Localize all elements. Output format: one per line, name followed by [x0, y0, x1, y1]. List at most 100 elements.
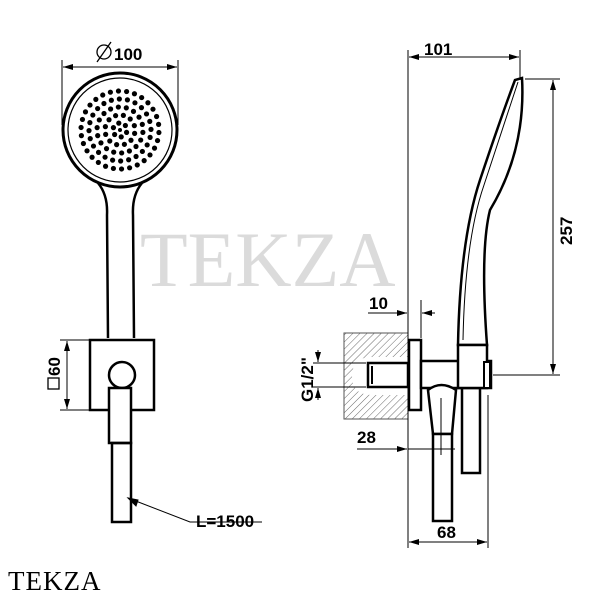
nozzle-dot: [110, 124, 117, 131]
nozzle-dot: [138, 137, 144, 143]
nozzle-dot: [131, 91, 138, 97]
nozzle-dot: [127, 165, 133, 171]
nozzle-dot: [82, 109, 89, 115]
nozzle-dot: [147, 152, 153, 158]
nozzle-dot: [116, 96, 122, 102]
nozzle-dot: [87, 102, 93, 108]
nozzle-dot: [123, 105, 129, 111]
nozzle-dot: [126, 157, 132, 163]
hose-connector: [107, 386, 133, 445]
nozzle-dot: [87, 120, 93, 126]
nozzle-dot: [112, 131, 118, 138]
nozzle-dot: [115, 104, 121, 110]
nozzle-dot: [139, 94, 145, 101]
nozzle-dot: [134, 162, 140, 168]
nozzle-dot: [136, 114, 142, 120]
nozzle-dot: [78, 133, 85, 139]
handle-bottom: [460, 386, 482, 475]
nozzle-dot: [118, 158, 124, 164]
nozzle-dot: [124, 97, 130, 103]
nozzle-dot: [101, 110, 107, 117]
square-symbol-icon: [47, 377, 60, 390]
nozzle-dot: [116, 120, 122, 126]
nozzle-dot: [89, 154, 95, 160]
hose-side: [431, 432, 454, 523]
nozzle-dot: [132, 100, 138, 106]
nozzle-dot: [114, 142, 120, 148]
nozzle-dot: [118, 128, 122, 132]
holder-knob: [107, 360, 137, 390]
nozzle-dot: [150, 106, 156, 112]
nozzle-dot: [156, 129, 162, 136]
nozzle-dot: [94, 125, 100, 131]
spray-nozzles: [78, 88, 162, 172]
nozzle-dot: [90, 143, 97, 149]
hose-outlet-cone: [426, 383, 458, 436]
nozzle-dot: [115, 88, 122, 94]
nozzle-dot: [102, 124, 108, 130]
square-label: 60: [45, 357, 64, 376]
nozzle-dot: [120, 112, 126, 118]
nozzle-dot: [113, 113, 119, 119]
nozzle-dot: [100, 92, 106, 98]
nozzle-dot: [78, 124, 84, 131]
nozzle-dot: [101, 100, 107, 107]
nozzle-dot: [127, 116, 133, 122]
nozzle-dot: [79, 116, 86, 123]
nozzle-dot: [147, 134, 153, 140]
nozzle-dot: [80, 140, 87, 147]
hose: [110, 441, 133, 524]
nozzle-dot: [107, 89, 113, 95]
nozzle-dot: [141, 158, 147, 164]
nozzle-dot: [95, 149, 102, 155]
hose-length-label: L=1500: [196, 512, 254, 531]
shower-head-outline: [61, 71, 179, 189]
nozzle-dot: [140, 129, 146, 135]
nozzle-dot: [95, 159, 101, 166]
handle-outline: [97, 182, 143, 339]
nozzle-dot: [98, 140, 104, 146]
nozzle-dot: [147, 118, 153, 124]
diameter-symbol-icon: [96, 44, 112, 60]
nozzle-dot: [122, 122, 128, 129]
nozzle-dot: [102, 154, 108, 160]
watermark: TEKZA: [140, 216, 396, 303]
nozzle-dot: [155, 121, 162, 127]
nozzle-dot: [154, 137, 161, 144]
nozzle-dot: [131, 123, 137, 129]
nozzle-dot: [130, 108, 137, 114]
nozzle-dot: [102, 163, 109, 169]
front-view: [47, 41, 262, 524]
nozzle-dot: [108, 106, 114, 112]
height-label: 257: [557, 217, 576, 245]
nozzle-dot: [153, 113, 160, 120]
nozzle-dot: [128, 137, 134, 143]
nozzle-dot: [111, 149, 117, 155]
nozzle-dot: [132, 130, 138, 136]
thread-label: G1/2": [298, 357, 317, 402]
nozzle-dot: [133, 143, 139, 150]
nozzle-dot: [138, 105, 145, 111]
nozzle-dot: [110, 157, 116, 163]
nozzle-dot: [145, 100, 151, 106]
nozzle-dot: [148, 126, 154, 132]
hose-leader-line: [127, 497, 262, 523]
flange-label: 10: [369, 294, 388, 313]
brand-logo: TEKZA: [8, 566, 102, 596]
nozzle-dot: [106, 117, 112, 123]
nozzle-dot: [84, 148, 90, 154]
nozzle-dot: [95, 105, 101, 112]
nozzle-dot: [118, 166, 125, 172]
nozzle-dot: [103, 146, 110, 152]
holder-clip: [456, 343, 489, 390]
nozzle-dot: [118, 134, 124, 140]
side-view: [313, 50, 560, 548]
nozzle-dot: [139, 121, 145, 127]
nozzle-dot: [123, 88, 130, 95]
nozzle-dot: [126, 148, 132, 154]
nozzle-dot: [139, 148, 145, 155]
nozzle-dot: [144, 142, 150, 148]
diameter-label: 100: [114, 45, 142, 64]
nozzle-dot: [90, 112, 96, 118]
